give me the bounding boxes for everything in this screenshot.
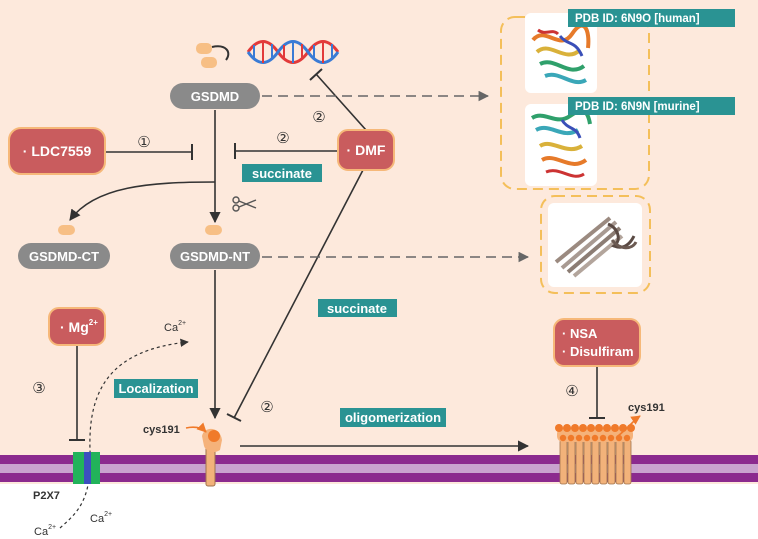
pore-cys-dot <box>595 424 603 432</box>
pore-subunit-stalk <box>599 439 608 485</box>
inhibitor-mg-sup: 2+ <box>89 318 98 327</box>
inhibitor-mg-label: · Mg2+ <box>60 318 98 335</box>
edge-calcium-influx <box>59 338 189 529</box>
inhibitor-dmf: · DMF <box>337 129 395 171</box>
protein-structure-nt <box>548 203 642 287</box>
pore-cys-dot <box>615 434 623 442</box>
ion-ca-lower-right-sup: 2+ <box>104 511 112 518</box>
marker-four: ④ <box>565 383 578 400</box>
tag-succinate-top: succinate <box>242 164 322 182</box>
dna-icon <box>246 40 340 64</box>
pore-cys-dot <box>627 424 635 432</box>
p2x7-receptor: P2X7 <box>33 452 100 502</box>
inhibitor-mg: · Mg2+ <box>48 307 106 346</box>
ion-ca-upper: Ca2+ <box>164 320 186 334</box>
pdb-label-human: PDB ID: 6N9O [human] <box>575 13 700 25</box>
structure-box-full-length: PDB ID: 6N9O [human] PDB ID: 6N9N [murin… <box>500 9 735 190</box>
marker-two-bottom: ② <box>260 399 273 416</box>
pore-cys-dot <box>611 424 619 432</box>
node-gsdmd-ct-label: GSDMD-CT <box>29 249 99 264</box>
pore-cys-dot <box>559 434 567 442</box>
tag-localization: Localization <box>114 379 198 398</box>
membrane-gsdmd-nt: cys191 <box>143 422 222 487</box>
pore-cys-dot <box>599 434 607 442</box>
edge-dmf-inhibit-dna <box>315 73 367 131</box>
inhibitor-dmf-label: · DMF <box>347 142 386 158</box>
structure-box-nt-pore <box>540 195 651 294</box>
cell-membrane <box>0 455 758 482</box>
node-gsdmd-nt: GSDMD-NT <box>170 225 260 269</box>
pdb-label-murine: PDB ID: 6N9N [murine] <box>575 101 700 113</box>
ion-ca-lower-left-base: Ca <box>34 526 49 538</box>
edge-dmf-inhibit-membrane <box>233 169 364 419</box>
ribbon-nt-icon <box>554 216 638 278</box>
pdb-label-human-bg <box>568 9 735 27</box>
pore-subunit-stalk <box>575 439 584 485</box>
edge-to-gsdmd-ct <box>69 181 216 221</box>
pore-cys-dot <box>587 424 595 432</box>
tag-succinate-mid-label: succinate <box>327 301 387 316</box>
cys191-left-label: cys191 <box>143 424 180 436</box>
cys191-right-label: cys191 <box>628 402 665 414</box>
pdb-label-murine-bg <box>568 97 735 115</box>
tag-oligomerization: oligomerization <box>340 408 446 427</box>
ion-ca-lower-left: Ca2+ <box>34 524 56 538</box>
inhibitor-nsa-label: · NSA <box>562 326 598 341</box>
tag-localization-label: Localization <box>118 381 193 396</box>
marker-three: ③ <box>32 380 45 397</box>
pore-cys-dot <box>555 424 563 432</box>
pore-cys-dot <box>575 434 583 442</box>
ion-ca-lower-right: Ca2+ <box>90 511 112 525</box>
scissors-icon <box>232 196 257 212</box>
pore-cys-dot <box>563 424 571 432</box>
ion-ca-upper-base: Ca <box>164 322 179 334</box>
gsdmd-nt-domain-icon <box>205 225 222 235</box>
pore-subunit-stalk <box>583 439 592 485</box>
tag-succinate-mid: succinate <box>318 299 397 317</box>
pore-subunit-stalk <box>615 439 624 485</box>
gsdmd-pore <box>555 424 635 485</box>
node-gsdmd-label: GSDMD <box>191 89 239 104</box>
pore-subunit-stalk <box>623 439 632 485</box>
protein-structure-murine <box>525 104 597 186</box>
ion-ca-upper-sup: 2+ <box>178 320 186 327</box>
bottom-white-area <box>0 484 758 539</box>
gsdmd-protein-icon <box>196 43 230 68</box>
node-gsdmd-ct: GSDMD-CT <box>18 225 110 269</box>
inhibitor-disulfiram-label: · Disulfiram <box>562 344 634 359</box>
pore-subunit-stalk <box>559 439 568 485</box>
pore-cys-dot <box>567 434 575 442</box>
ion-ca-lower-left-sup: 2+ <box>48 524 56 531</box>
pore-cys-dot <box>603 424 611 432</box>
marker-two-right: ② <box>312 109 325 126</box>
pore-cys-dot <box>571 424 579 432</box>
ion-ca-lower-right-base: Ca <box>90 513 105 525</box>
node-gsdmd: GSDMD <box>170 83 260 109</box>
p2x7-label: P2X7 <box>33 490 60 502</box>
cys191-right-arrow <box>617 415 641 437</box>
pore-subunit-stalk <box>607 439 616 485</box>
pore-subunit-stalk <box>567 439 576 485</box>
edges <box>59 68 605 529</box>
inhibitor-nsa-disulfiram: · NSA · Disulfiram <box>553 318 641 367</box>
marker-one: ① <box>137 134 150 151</box>
inhibitor-mg-base: · Mg <box>60 319 89 335</box>
gsdmd-ct-domain-icon <box>58 225 75 235</box>
inhibitor-ldc7559-label: · LDC7559 <box>23 143 92 159</box>
ribbon-murine-icon <box>530 108 592 178</box>
pore-cys-dot <box>579 424 587 432</box>
pore-cys-dot <box>583 434 591 442</box>
inhibitor-ldc7559: · LDC7559 <box>8 127 106 175</box>
marker-two-top: ② <box>276 130 289 147</box>
tag-succinate-top-label: succinate <box>252 166 312 181</box>
pore-cys-dot <box>623 434 631 442</box>
pore-subunit-stalk <box>591 439 600 485</box>
pore-cys-dot <box>591 434 599 442</box>
tag-oligomerization-label: oligomerization <box>345 410 441 425</box>
ribbon-human-icon <box>531 23 591 84</box>
pore-cys-dot <box>607 434 615 442</box>
node-gsdmd-nt-label: GSDMD-NT <box>180 249 250 264</box>
